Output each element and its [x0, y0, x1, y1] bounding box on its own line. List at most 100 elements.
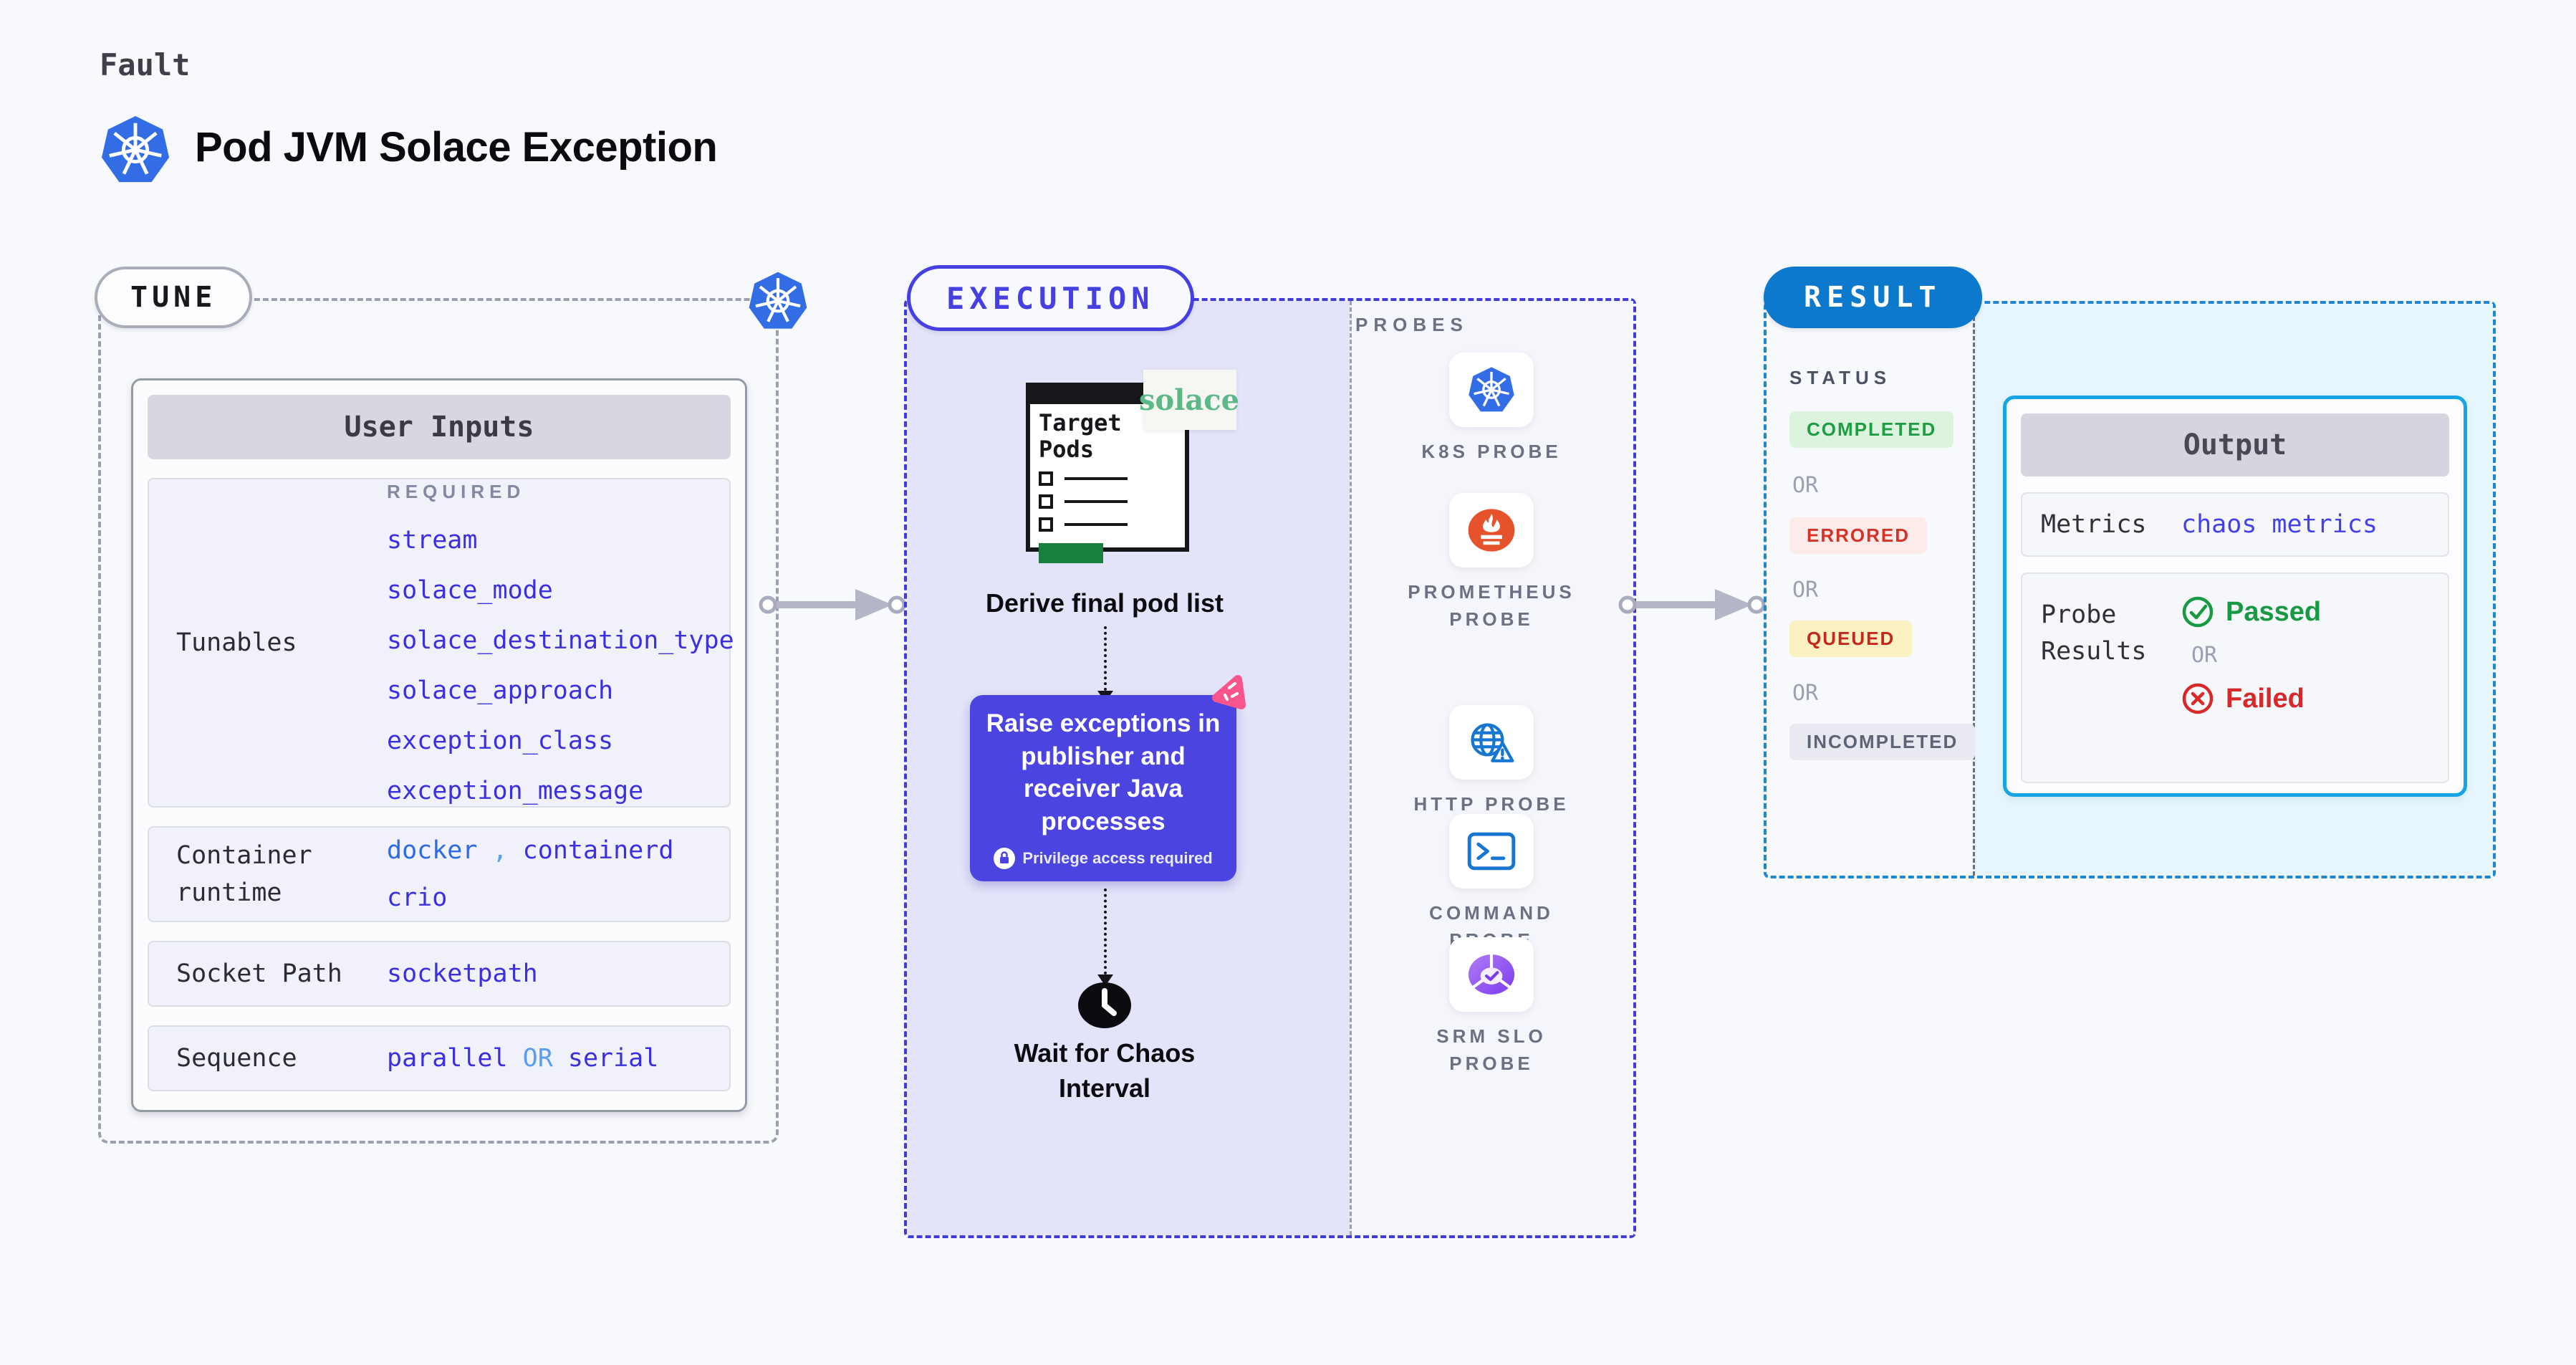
probe-card — [1449, 705, 1534, 780]
raise-exceptions-text: Raise exceptions in publisher and receiv… — [986, 709, 1221, 835]
socket-path-label: Socket Path — [176, 959, 342, 988]
solace-logo: solace — [1138, 383, 1240, 417]
flow-arrow-down — [1095, 889, 1116, 986]
result-badge: RESULT — [1764, 267, 1982, 328]
probe-label: PROMETHEUS PROBE — [1408, 581, 1575, 630]
flow-arrow-down — [1095, 626, 1116, 702]
runtime-value-containerd: containerd — [522, 836, 674, 865]
or-separator: OR — [2191, 643, 2218, 668]
page-title: Pod JVM Solace Exception — [195, 124, 718, 171]
fault-eyebrow: Fault — [100, 47, 191, 82]
probe-card — [1449, 353, 1534, 427]
socket-path-value: socketpath — [387, 959, 538, 988]
probe-card — [1449, 937, 1534, 1012]
probe-card — [1449, 814, 1534, 889]
status-badge-queued: QUEUED — [1789, 621, 1913, 657]
failed-row: Failed — [2181, 682, 2321, 715]
tunables-row: Tunables REQUIRED stream solace_mode sol… — [148, 478, 734, 808]
or-separator: OR — [1792, 578, 1819, 603]
list-line — [1064, 476, 1128, 480]
kubernetes-icon — [1469, 367, 1514, 412]
user-inputs-card: User Inputs Tunables REQUIRED stream sol… — [131, 378, 747, 1112]
checkbox-icon — [1039, 471, 1053, 486]
runtime-value-crio: crio — [387, 883, 448, 912]
sequence-row: Sequence parallel OR serial — [148, 1025, 731, 1091]
execution-probes-divider — [1350, 301, 1352, 1235]
required-label: REQUIRED — [387, 480, 526, 502]
x-circle-icon — [2182, 683, 2214, 714]
failed-label: Failed — [2226, 683, 2305, 714]
probe-label: HTTP PROBE — [1413, 793, 1570, 815]
status-badge-errored: ERRORED — [1789, 517, 1928, 554]
tune-section-box — [98, 298, 779, 1144]
terminal-icon — [1467, 832, 1516, 871]
slo-gauge-check-icon — [1468, 954, 1515, 995]
tunables-values: REQUIRED stream solace_mode solace_desti… — [387, 479, 734, 806]
output-card: Output Metrics chaos metrics Probe Resul… — [2003, 396, 2467, 797]
raise-exceptions-step: Raise exceptions in publisher and receiv… — [970, 695, 1236, 881]
probe-item-http: HTTP PROBE — [1384, 705, 1599, 818]
passed-row: Passed — [2181, 595, 2321, 628]
sequence-label: Sequence — [176, 1043, 297, 1073]
probe-label: SRM SLO PROBE — [1436, 1025, 1547, 1074]
user-inputs-title: User Inputs — [148, 395, 731, 459]
pod-list-item — [1039, 471, 1176, 486]
execution-badge: EXECUTION — [907, 265, 1194, 331]
or-separator: OR — [1792, 473, 1819, 498]
prometheus-icon — [1468, 509, 1515, 552]
target-pods-title: Target Pods — [1039, 409, 1122, 463]
checkbox-icon — [1039, 517, 1053, 532]
sequence-value-parallel: parallel — [387, 1044, 508, 1073]
runtime-value-docker: docker — [387, 836, 478, 865]
passed-label: Passed — [2226, 596, 2322, 627]
or-separator: OR — [1792, 681, 1819, 706]
tunable-value: solace_destination_type — [387, 626, 734, 655]
status-badge-completed: COMPLETED — [1789, 411, 1954, 448]
output-title: Output — [2021, 413, 2449, 476]
runtime-separator: , — [492, 836, 508, 865]
tunable-value: exception_message — [387, 776, 644, 805]
kubernetes-logo-icon — [101, 115, 170, 183]
probe-card — [1449, 493, 1534, 567]
tunables-label: Tunables — [176, 628, 297, 657]
list-line — [1064, 522, 1128, 526]
green-button-bar — [1039, 542, 1103, 563]
execution-to-result-arrow — [1618, 589, 1766, 621]
tunable-value: solace_approach — [387, 676, 614, 705]
check-circle-icon — [2182, 596, 2214, 628]
privilege-note-text: Privilege access required — [1022, 849, 1213, 867]
container-runtime-values: docker , containerd crio — [387, 828, 729, 921]
socket-path-row: Socket Path socketpath — [148, 941, 731, 1007]
clock-icon — [1078, 982, 1131, 1028]
checkbox-icon — [1039, 494, 1053, 509]
probe-label: K8S PROBE — [1421, 441, 1562, 462]
pod-list-item — [1039, 494, 1176, 509]
tune-to-execution-arrow — [759, 589, 906, 621]
container-runtime-label: Container runtime — [176, 840, 312, 908]
tunable-value: stream — [387, 525, 478, 555]
probe-item-prometheus: PROMETHEUS PROBE — [1384, 493, 1599, 633]
solace-logo-card: solace — [1139, 370, 1239, 430]
probes-title: PROBES — [1355, 314, 1469, 335]
probe-item-srm-slo: SRM SLO PROBE — [1384, 937, 1599, 1077]
tunable-value: solace_mode — [387, 575, 553, 605]
wait-chaos-interval-step: Wait for Chaos Interval — [1014, 1038, 1196, 1103]
globe-alert-icon — [1471, 723, 1514, 762]
privilege-note: Privilege access required — [994, 848, 1213, 869]
probe-results-label: Probe Results — [2041, 600, 2147, 666]
list-line — [1064, 499, 1128, 503]
sequence-or: OR — [522, 1044, 553, 1073]
chaos-icon — [1212, 675, 1246, 709]
metrics-row: Metrics chaos metrics — [2021, 492, 2449, 557]
container-runtime-row: Container runtime docker , containerd cr… — [148, 826, 731, 922]
probe-results-row: Probe Results Passed OR Faile — [2021, 573, 2449, 783]
status-title: STATUS — [1789, 367, 1892, 388]
probe-item-k8s: K8S PROBE — [1384, 353, 1599, 466]
derive-pod-list-step: Derive final pod list — [985, 588, 1224, 618]
tune-badge: TUNE — [95, 267, 253, 328]
status-badge-incompleted: INCOMPLETED — [1789, 724, 1976, 760]
metrics-value: chaos metrics — [2181, 510, 2378, 539]
kubernetes-icon — [749, 272, 807, 329]
pod-list-item — [1039, 517, 1176, 532]
